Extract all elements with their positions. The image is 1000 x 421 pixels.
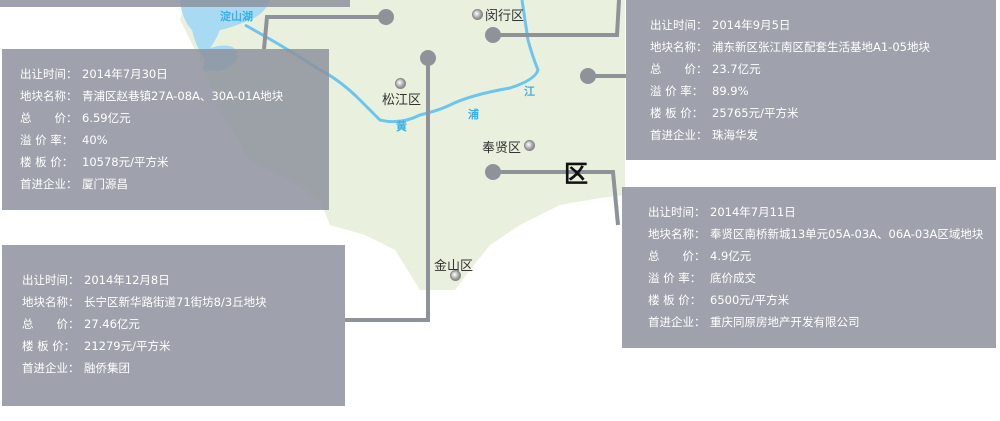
- info-panel-fengxian: 出让时间： 2014年7月11日 地块名称： 奉贤区南桥新城13单元05A-03A、…: [622, 187, 996, 348]
- location-dot: [420, 50, 436, 66]
- location-dot: [485, 27, 501, 43]
- location-dot: [485, 164, 501, 180]
- field-label: 总 价：: [650, 62, 708, 76]
- field-label: 楼 板 价：: [20, 155, 74, 169]
- parcel-name: 青浦区赵巷镇27A-08A、30A-01A地块: [82, 89, 284, 103]
- floor-price: 25765元/平方米: [712, 106, 799, 120]
- field-label: 总 价：: [20, 111, 78, 125]
- floor-price: 21279元/平方米: [84, 339, 171, 353]
- field-label: 出让时间：: [650, 18, 708, 32]
- info-panel-qingpu: 出让时间： 2014年7月30日 地块名称： 青浦区赵巷镇27A-08A、30A-0…: [2, 49, 329, 210]
- district-label-fengxian[interactable]: 奉贤区: [482, 141, 522, 156]
- river-char: 江: [524, 85, 535, 98]
- winner: 厦门源昌: [82, 177, 128, 191]
- location-dot: [580, 68, 596, 84]
- field-label: 首进企业：: [650, 128, 708, 142]
- river-char: 黄: [396, 120, 407, 133]
- district-label-jinshan[interactable]: 金山区: [434, 259, 474, 274]
- sale-date: 2014年12月8日: [84, 273, 170, 287]
- parcel-name: 奉贤区南桥新城13单元05A-03A、06A-03A区域地块: [710, 227, 984, 241]
- region-char: 区: [564, 159, 588, 188]
- district-label-songjiang[interactable]: 松江区: [382, 93, 422, 108]
- parcel-name: 浦东新区张江南区配套生活基地A1-05地块: [712, 40, 930, 54]
- field-label: 出让时间：: [22, 273, 80, 287]
- floor-price: 10578元/平方米: [82, 155, 169, 169]
- sale-date: 2014年7月30日: [82, 67, 168, 81]
- field-label: 首进企业：: [20, 177, 78, 191]
- field-label: 楼 板 价：: [650, 106, 704, 120]
- district-pin-icon: [472, 9, 483, 20]
- field-label: 楼 板 价：: [22, 339, 76, 353]
- total-price: 6.59亿元: [82, 111, 131, 125]
- field-label: 总 价：: [648, 249, 706, 263]
- lake-label: 淀山湖: [220, 10, 253, 23]
- river-char: 浦: [468, 108, 479, 121]
- info-panel-changning: 出让时间：2014年12月8日 地块名称：长宁区新华路街道71街坊8/3丘地块 …: [2, 245, 345, 406]
- total-price: 4.9亿元: [710, 249, 752, 263]
- winner: 珠海华发: [712, 128, 758, 142]
- field-label: 地块名称：: [20, 89, 78, 103]
- field-label: 首进企业：: [22, 361, 80, 375]
- field-label: 地块名称：: [650, 40, 708, 54]
- total-price: 23.7亿元: [712, 62, 761, 76]
- field-label: 出让时间：: [648, 205, 706, 219]
- district-pin-icon: [395, 78, 406, 89]
- district-label-minhang[interactable]: 闵行区: [485, 9, 525, 24]
- field-label: 总 价：: [22, 317, 80, 331]
- total-price: 27.46亿元: [84, 317, 140, 331]
- premium-rate: 底价成交: [710, 271, 756, 285]
- parcel-name: 长宁区新华路街道71街坊8/3丘地块: [84, 295, 267, 309]
- location-dot: [378, 9, 394, 25]
- field-label: 首进企业：: [648, 315, 706, 329]
- floor-price: 6500元/平方米: [710, 293, 790, 307]
- connector-line: [262, 15, 386, 50]
- winner: 重庆同原房地产开发有限公司: [710, 315, 860, 329]
- sale-date: 2014年9月5日: [712, 18, 791, 32]
- premium-rate: 89.9%: [712, 84, 749, 98]
- field-label: 出让时间：: [20, 67, 78, 81]
- connector-line: [345, 58, 430, 322]
- winner: 融侨集团: [84, 361, 130, 375]
- district-pin-icon: [450, 270, 461, 281]
- field-label: 楼 板 价：: [648, 293, 702, 307]
- premium-rate: 40%: [82, 133, 108, 147]
- district-pin-icon: [524, 140, 535, 151]
- field-label: 溢 价 率：: [648, 271, 702, 285]
- connector-line: [493, 170, 620, 226]
- field-label: 地块名称：: [648, 227, 706, 241]
- connector-line: [493, 0, 621, 37]
- info-panel-partial: [0, 0, 350, 7]
- field-label: 溢 价 率：: [650, 84, 704, 98]
- field-label: 地块名称：: [22, 295, 80, 309]
- info-panel-pudong: 出让时间： 2014年9月5日 地块名称： 浦东新区张江南区配套生活基地A1-05地…: [626, 0, 996, 160]
- field-label: 溢 价 率：: [20, 133, 74, 147]
- sale-date: 2014年7月11日: [710, 205, 796, 219]
